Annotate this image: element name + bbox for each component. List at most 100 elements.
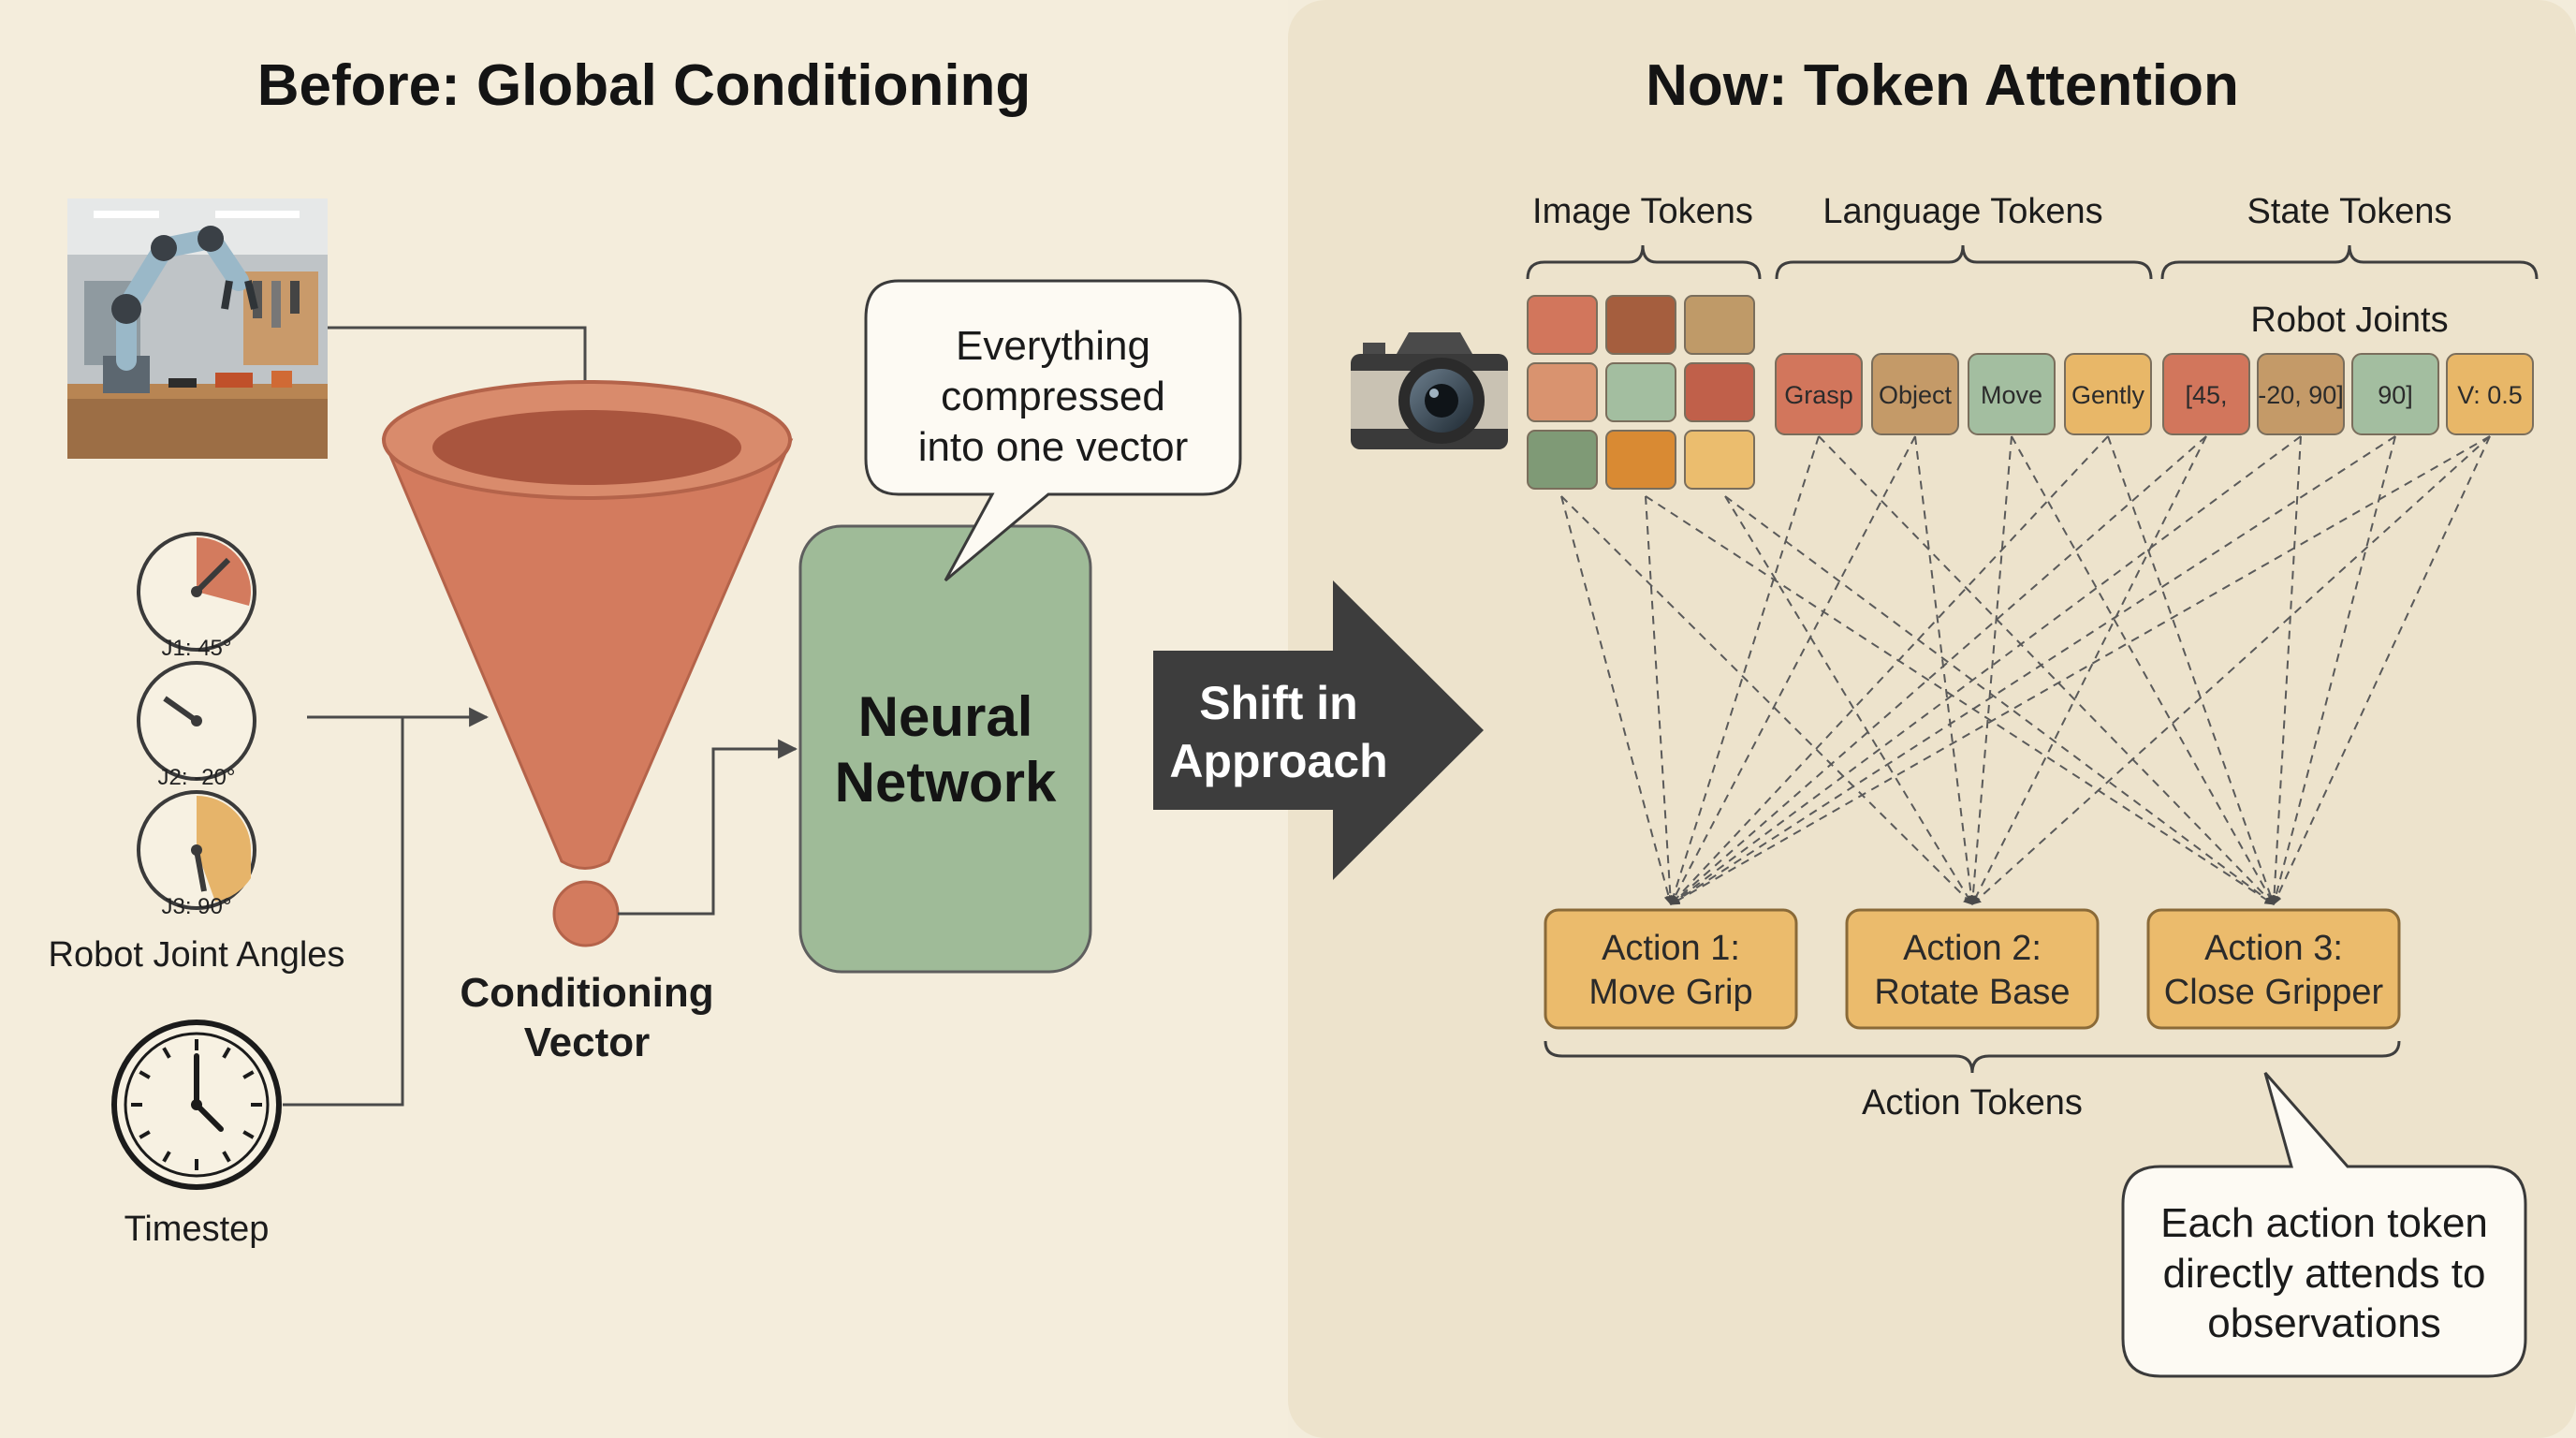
conditioning-vector-label-line2: Vector bbox=[524, 1020, 651, 1065]
attention-bubble-line1: Each action token bbox=[2160, 1200, 2488, 1246]
action-token-line2: Move Grip bbox=[1588, 973, 1752, 1012]
language-token-move: Move bbox=[1968, 353, 2056, 435]
language-token-text: Gently bbox=[2071, 381, 2145, 409]
state-tokens-brace bbox=[2160, 244, 2539, 280]
action-tokens-label: Action Tokens bbox=[1862, 1083, 2083, 1123]
state-token-text: 90] bbox=[2378, 381, 2413, 409]
action-tokens-brace bbox=[1544, 1040, 2401, 1074]
image-token bbox=[1605, 362, 1676, 422]
gauge-3-label: J3: 90° bbox=[162, 894, 232, 919]
image-token bbox=[1684, 430, 1755, 490]
compression-speech-bubble bbox=[864, 279, 1242, 582]
attention-line bbox=[2273, 435, 2491, 905]
state-token-box bbox=[2257, 353, 2345, 435]
attention-line bbox=[1670, 435, 2109, 905]
language-token-grasp: Grasp bbox=[1775, 353, 1863, 435]
action-token-2: Action 2: Rotate Base bbox=[1845, 908, 2100, 1030]
image-tokens-label: Image Tokens bbox=[1532, 192, 1753, 231]
image-token bbox=[1527, 430, 1598, 490]
action-token-1: Action 1: Move Grip bbox=[1544, 908, 1798, 1030]
image-token-grid bbox=[1527, 295, 1755, 490]
clock-to-funnel-connector bbox=[283, 717, 404, 1107]
state-token-text: [45, bbox=[2185, 381, 2227, 409]
compression-bubble-line2: compressed bbox=[941, 374, 1165, 419]
language-token-text: Object bbox=[1879, 381, 1953, 409]
joint-gauge-3 bbox=[137, 790, 256, 910]
action-token-line1: Action 1: bbox=[1602, 929, 1740, 968]
right-panel bbox=[1288, 0, 2576, 1438]
image-token bbox=[1605, 295, 1676, 355]
image-token bbox=[1605, 430, 1676, 490]
timestep-clock-icon bbox=[111, 1020, 282, 1190]
attention-line bbox=[1971, 435, 2491, 905]
language-token-box bbox=[1775, 353, 1863, 435]
attention-line bbox=[1560, 495, 1674, 905]
language-token-object: Object bbox=[1871, 353, 1959, 435]
attention-bubble-line2: directly attends to bbox=[2163, 1251, 2486, 1297]
action-token-box bbox=[1544, 908, 1798, 1030]
shift-arrow bbox=[1153, 580, 1484, 880]
attention-line bbox=[2271, 435, 2396, 905]
language-tokens-label: Language Tokens bbox=[1822, 192, 2102, 231]
attention-line bbox=[1560, 495, 1973, 905]
state-token-4: V: 0.5 bbox=[2446, 353, 2534, 435]
attention-line bbox=[1670, 435, 2302, 905]
robot-joint-angles-label: Robot Joint Angles bbox=[49, 935, 345, 975]
language-token-box bbox=[1871, 353, 1959, 435]
neural-network-box bbox=[798, 524, 1092, 974]
action-token-box bbox=[2146, 908, 2401, 1030]
vector-to-network-connector bbox=[618, 739, 798, 916]
action-token-line2: Close Gripper bbox=[2164, 973, 2384, 1012]
state-token-text: -20, 90] bbox=[2258, 381, 2344, 409]
conditioning-vector-label-line1: Conditioning bbox=[460, 970, 713, 1016]
image-token bbox=[1527, 295, 1598, 355]
attention-line bbox=[2107, 435, 2276, 905]
image-to-funnel-connector bbox=[328, 326, 595, 404]
image-token bbox=[1527, 362, 1598, 422]
action-token-line1: Action 3: bbox=[2204, 929, 2343, 968]
attention-lines bbox=[1560, 435, 2491, 905]
neural-network-label-line2: Network bbox=[835, 751, 1057, 814]
action-token-line1: Action 2: bbox=[1903, 929, 2042, 968]
attention-line bbox=[1724, 495, 1973, 905]
language-token-text: Move bbox=[1981, 381, 2042, 409]
attention-line bbox=[1645, 495, 2275, 905]
state-token-box bbox=[2162, 353, 2250, 435]
attention-line bbox=[1914, 435, 1976, 905]
right-title: Now: Token Attention bbox=[1646, 53, 2239, 118]
shift-label-line2: Approach bbox=[1169, 735, 1387, 787]
attention-line bbox=[1968, 435, 2012, 905]
image-token bbox=[1684, 362, 1755, 422]
attention-line bbox=[1670, 435, 1916, 905]
attention-bubble-line3: observations bbox=[2207, 1300, 2440, 1346]
gauge-1-label: J1: 45° bbox=[162, 636, 232, 661]
state-tokens-label: State Tokens bbox=[2247, 192, 2452, 231]
attention-line bbox=[1668, 435, 1820, 905]
language-token-text: Grasp bbox=[1784, 381, 1853, 409]
state-token-text: V: 0.5 bbox=[2457, 381, 2523, 409]
image-token bbox=[1684, 295, 1755, 355]
action-token-box bbox=[1845, 908, 2100, 1030]
attention-speech-bubble bbox=[2121, 1072, 2527, 1378]
state-token-box bbox=[2351, 353, 2439, 435]
language-token-box bbox=[1968, 353, 2056, 435]
attention-line bbox=[2269, 435, 2302, 905]
attention-line bbox=[1724, 495, 2275, 905]
robot-joints-label: Robot Joints bbox=[2250, 301, 2448, 340]
attention-line bbox=[1670, 435, 2491, 905]
timestep-label: Timestep bbox=[124, 1210, 270, 1249]
state-token-box bbox=[2446, 353, 2534, 435]
state-token-1: [45, bbox=[2162, 353, 2250, 435]
action-token-3: Action 3: Close Gripper bbox=[2146, 908, 2401, 1030]
joint-gauge-1 bbox=[137, 532, 256, 652]
language-token-box bbox=[2064, 353, 2152, 435]
action-token-line2: Rotate Base bbox=[1874, 973, 2070, 1012]
image-tokens-brace bbox=[1526, 244, 1762, 280]
robot-workshop-image bbox=[67, 198, 328, 459]
state-token-3: 90] bbox=[2351, 353, 2439, 435]
language-tokens-brace bbox=[1775, 244, 2153, 280]
neural-network-label-line1: Neural bbox=[858, 685, 1033, 748]
attention-line bbox=[1645, 495, 1676, 905]
camera-icon bbox=[1351, 332, 1508, 449]
attention-line bbox=[1971, 435, 2207, 905]
